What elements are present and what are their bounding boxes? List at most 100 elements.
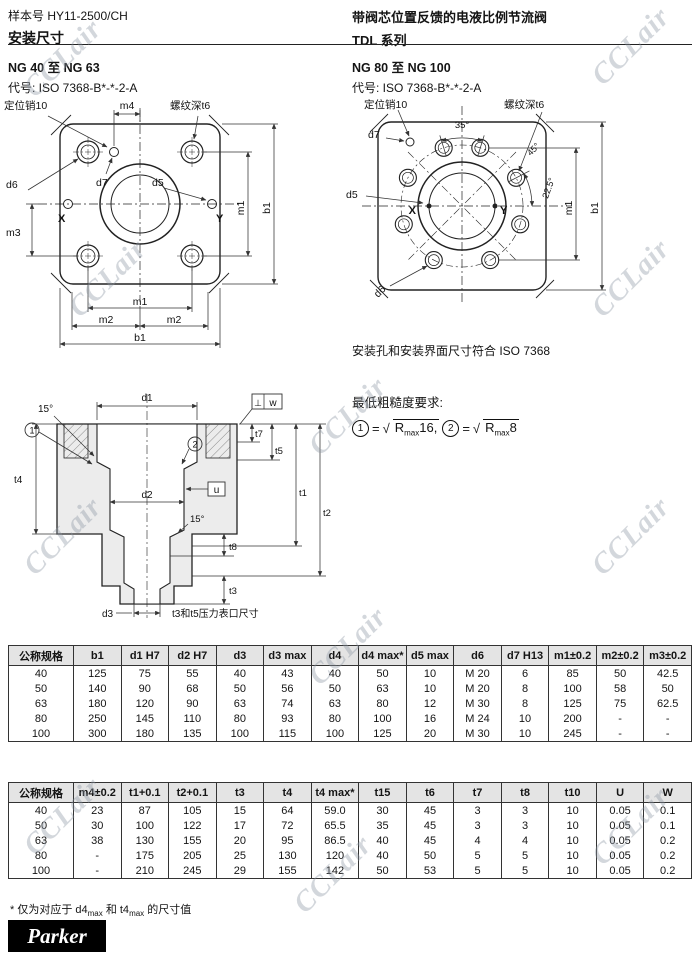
table-cell: 53 bbox=[405, 863, 455, 879]
table-cell: 15 bbox=[215, 802, 265, 818]
column-header: d2 H7 bbox=[168, 645, 217, 666]
section-body bbox=[56, 394, 238, 618]
d1-label: d1 bbox=[141, 393, 153, 404]
table-cell: 90 bbox=[120, 681, 170, 696]
table-cell: 105 bbox=[168, 802, 217, 818]
thread-depth-label: 螺纹深t6 bbox=[504, 98, 544, 111]
doc-subtitle: 安装尺寸 bbox=[8, 30, 64, 46]
radicand-2: Rmax8 bbox=[483, 419, 519, 438]
table-cell: 10 bbox=[548, 802, 597, 818]
table-cell: 155 bbox=[263, 863, 312, 879]
perpendicularity-symbol: ⊥ bbox=[254, 398, 262, 408]
table-cell: 40 bbox=[358, 848, 407, 863]
column-header: d4 max* bbox=[358, 645, 407, 666]
port-x-label: X bbox=[58, 213, 66, 225]
table-cell: 90 bbox=[168, 696, 217, 711]
dimension-labels: 定位销10 m4 螺纹深t6 d7 d6 m3 X Y d5 m1 b1 m1 … bbox=[4, 99, 273, 344]
table-cell: 0.05 bbox=[595, 833, 645, 848]
table-cell: 210 bbox=[120, 863, 170, 879]
table-cell: 38 bbox=[73, 833, 122, 848]
column-header: m1±0.2 bbox=[548, 645, 597, 666]
table-cell: 0.05 bbox=[595, 863, 645, 879]
table-cell: 64 bbox=[263, 802, 312, 818]
flange-outline bbox=[362, 106, 572, 304]
t4-label: t4 bbox=[14, 475, 23, 486]
table-cell: 55 bbox=[168, 665, 217, 681]
table-cell: 74 bbox=[263, 696, 312, 711]
table-cell: 3 bbox=[453, 802, 502, 818]
table-cell: 10 bbox=[548, 833, 597, 848]
table-cell: 65.5 bbox=[310, 818, 360, 833]
cavity-section-drawing: 15° 1 2 d1 ⊥ w t7 t5 t1 t2 t4 d2 15° u t… bbox=[14, 393, 331, 620]
table-cell: 58 bbox=[595, 681, 645, 696]
row-header-cell: 50 bbox=[8, 681, 74, 696]
table-cell: 120 bbox=[310, 848, 360, 863]
header-rule bbox=[8, 44, 692, 45]
m4-label: m4 bbox=[120, 100, 135, 112]
table-cell: 95 bbox=[263, 833, 312, 848]
dimension-lines bbox=[365, 109, 606, 291]
row-header-cell: 63 bbox=[8, 833, 74, 848]
roughness-title: 最低粗糙度要求: bbox=[352, 396, 443, 410]
table-cell: - bbox=[73, 848, 122, 863]
table-cell: 56 bbox=[263, 681, 312, 696]
b1-vertical-label: b1 bbox=[261, 202, 273, 214]
table-cell: 25 bbox=[215, 848, 265, 863]
formula-part: max bbox=[404, 428, 420, 438]
column-header: b1 bbox=[73, 645, 122, 666]
table-cell: M 30 bbox=[453, 726, 502, 742]
t1-label: t1 bbox=[299, 488, 307, 499]
table-cell: 0.2 bbox=[643, 833, 692, 848]
row-header-cell: 63 bbox=[8, 696, 74, 711]
column-header: t4 bbox=[263, 782, 312, 803]
table-cell: 125 bbox=[358, 726, 407, 742]
watermark: CCLair bbox=[585, 0, 677, 92]
t2-label: t2 bbox=[323, 508, 331, 519]
table-cell: 80 bbox=[310, 711, 360, 726]
column-header: m3±0.2 bbox=[643, 645, 692, 666]
table-cell: 8 bbox=[500, 696, 550, 711]
parker-logo: Parker bbox=[8, 920, 106, 952]
formula-part: 8 bbox=[509, 420, 517, 435]
footnote-sub: max bbox=[87, 909, 103, 919]
table-cell: 175 bbox=[120, 848, 170, 863]
d7-label: d7 bbox=[368, 129, 380, 141]
table-cell: 20 bbox=[215, 833, 265, 848]
d5-label: d5 bbox=[152, 177, 164, 189]
dimension-labels: 15° 1 2 d1 ⊥ w t7 t5 t1 t2 t4 d2 15° u t… bbox=[14, 393, 331, 620]
iso-code-left: 代号: ISO 7368-B*-*-2-A bbox=[8, 81, 138, 95]
footnote-sub: max bbox=[129, 909, 145, 919]
table-cell: 72 bbox=[263, 818, 312, 833]
formula-part: R bbox=[394, 420, 405, 435]
table-cell: 10 bbox=[548, 818, 597, 833]
table-cell: 142 bbox=[310, 863, 360, 879]
port-x-label: X bbox=[409, 205, 417, 217]
d6-label: d6 bbox=[372, 283, 389, 300]
table-cell: 0.1 bbox=[643, 802, 692, 818]
page-title: 带阀芯位置反馈的电液比例节流阀 bbox=[352, 10, 548, 25]
table-cell: 5 bbox=[453, 848, 502, 863]
table-cell: - bbox=[643, 726, 692, 742]
column-header: d1 H7 bbox=[120, 645, 170, 666]
row-header-cell: 80 bbox=[8, 711, 74, 726]
column-header: t2+0.1 bbox=[168, 782, 217, 803]
table-cell: 140 bbox=[73, 681, 122, 696]
equals-sign: = bbox=[462, 420, 470, 436]
radical-sign: √ bbox=[472, 420, 481, 436]
table-cell: 250 bbox=[73, 711, 122, 726]
section-ng40-heading: NG 40 至 NG 63 代号: ISO 7368-B*-*-2-A bbox=[8, 57, 137, 96]
column-header: 公称规格 bbox=[8, 782, 74, 803]
m2-right-label: m2 bbox=[167, 314, 182, 326]
header-right: 带阀芯位置反馈的电液比例节流阀 TDL 系列 bbox=[352, 7, 547, 49]
table-cell: 50 bbox=[643, 681, 692, 696]
t7-label: t7 bbox=[255, 429, 263, 440]
u-tolerance-label: u bbox=[214, 485, 220, 496]
roughness-callout-2: 2 bbox=[192, 440, 197, 450]
dimension-lines bbox=[26, 110, 278, 348]
